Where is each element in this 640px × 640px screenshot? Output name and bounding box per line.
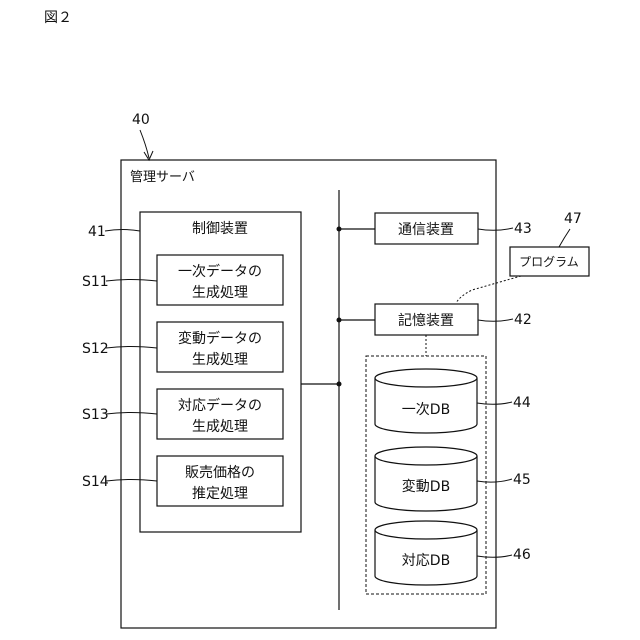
db-44-leader [477, 402, 512, 404]
step-s13-line2: 生成処理 [192, 419, 248, 435]
step-s13-ref: S13 [82, 407, 109, 423]
db-46-ref: 46 [513, 547, 531, 563]
step-s14-leader [106, 480, 157, 482]
db-46-label: 対応DB [402, 553, 450, 569]
step-s13-line1: 対応データの [178, 397, 262, 414]
step-s14-line2: 推定処理 [192, 486, 248, 502]
server-title: 管理サーバ [130, 170, 195, 185]
bus-node-storage [337, 318, 342, 323]
db-cylinder-44 [375, 369, 477, 433]
server-ref: 40 [132, 112, 150, 128]
db-44-ref: 44 [513, 395, 531, 411]
step-s12-line2: 生成処理 [192, 352, 248, 368]
step-s11-leader [106, 280, 157, 282]
step-s12-line1: 変動データの [178, 330, 262, 347]
step-s11-line1: 一次データの [178, 263, 262, 280]
step-s14-ref: S14 [82, 474, 109, 490]
control-device-leader [105, 230, 140, 232]
program-stored-link [456, 276, 521, 303]
db-45-leader [477, 479, 512, 482]
step-s11-ref: S11 [82, 274, 109, 290]
db-44-label: 一次DB [402, 402, 450, 418]
control-device-title: 制御装置 [192, 221, 248, 237]
program-ref: 47 [564, 211, 582, 227]
storage-device-label: 記憶装置 [398, 312, 454, 329]
step-s13-leader [106, 413, 157, 415]
step-s11-line2: 生成処理 [192, 285, 248, 301]
figure-label: 図２ [44, 10, 72, 26]
program-label: プログラム [519, 255, 579, 269]
bus-node-control [337, 382, 342, 387]
comm-device-ref: 43 [514, 221, 532, 237]
db-46-leader [477, 555, 512, 557]
server-ref-leader [140, 130, 149, 158]
db-45-ref: 45 [513, 472, 531, 488]
step-s12-ref: S12 [82, 341, 109, 357]
comm-device-label: 通信装置 [398, 222, 454, 238]
program-leader [559, 229, 570, 247]
storage-device-ref: 42 [514, 312, 532, 328]
step-s12-leader [106, 347, 157, 349]
bus-node-comm [337, 227, 342, 232]
control-device-ref: 41 [88, 224, 106, 240]
step-s14-line1: 販売価格の [185, 465, 255, 481]
db-45-label: 変動DB [402, 478, 450, 495]
